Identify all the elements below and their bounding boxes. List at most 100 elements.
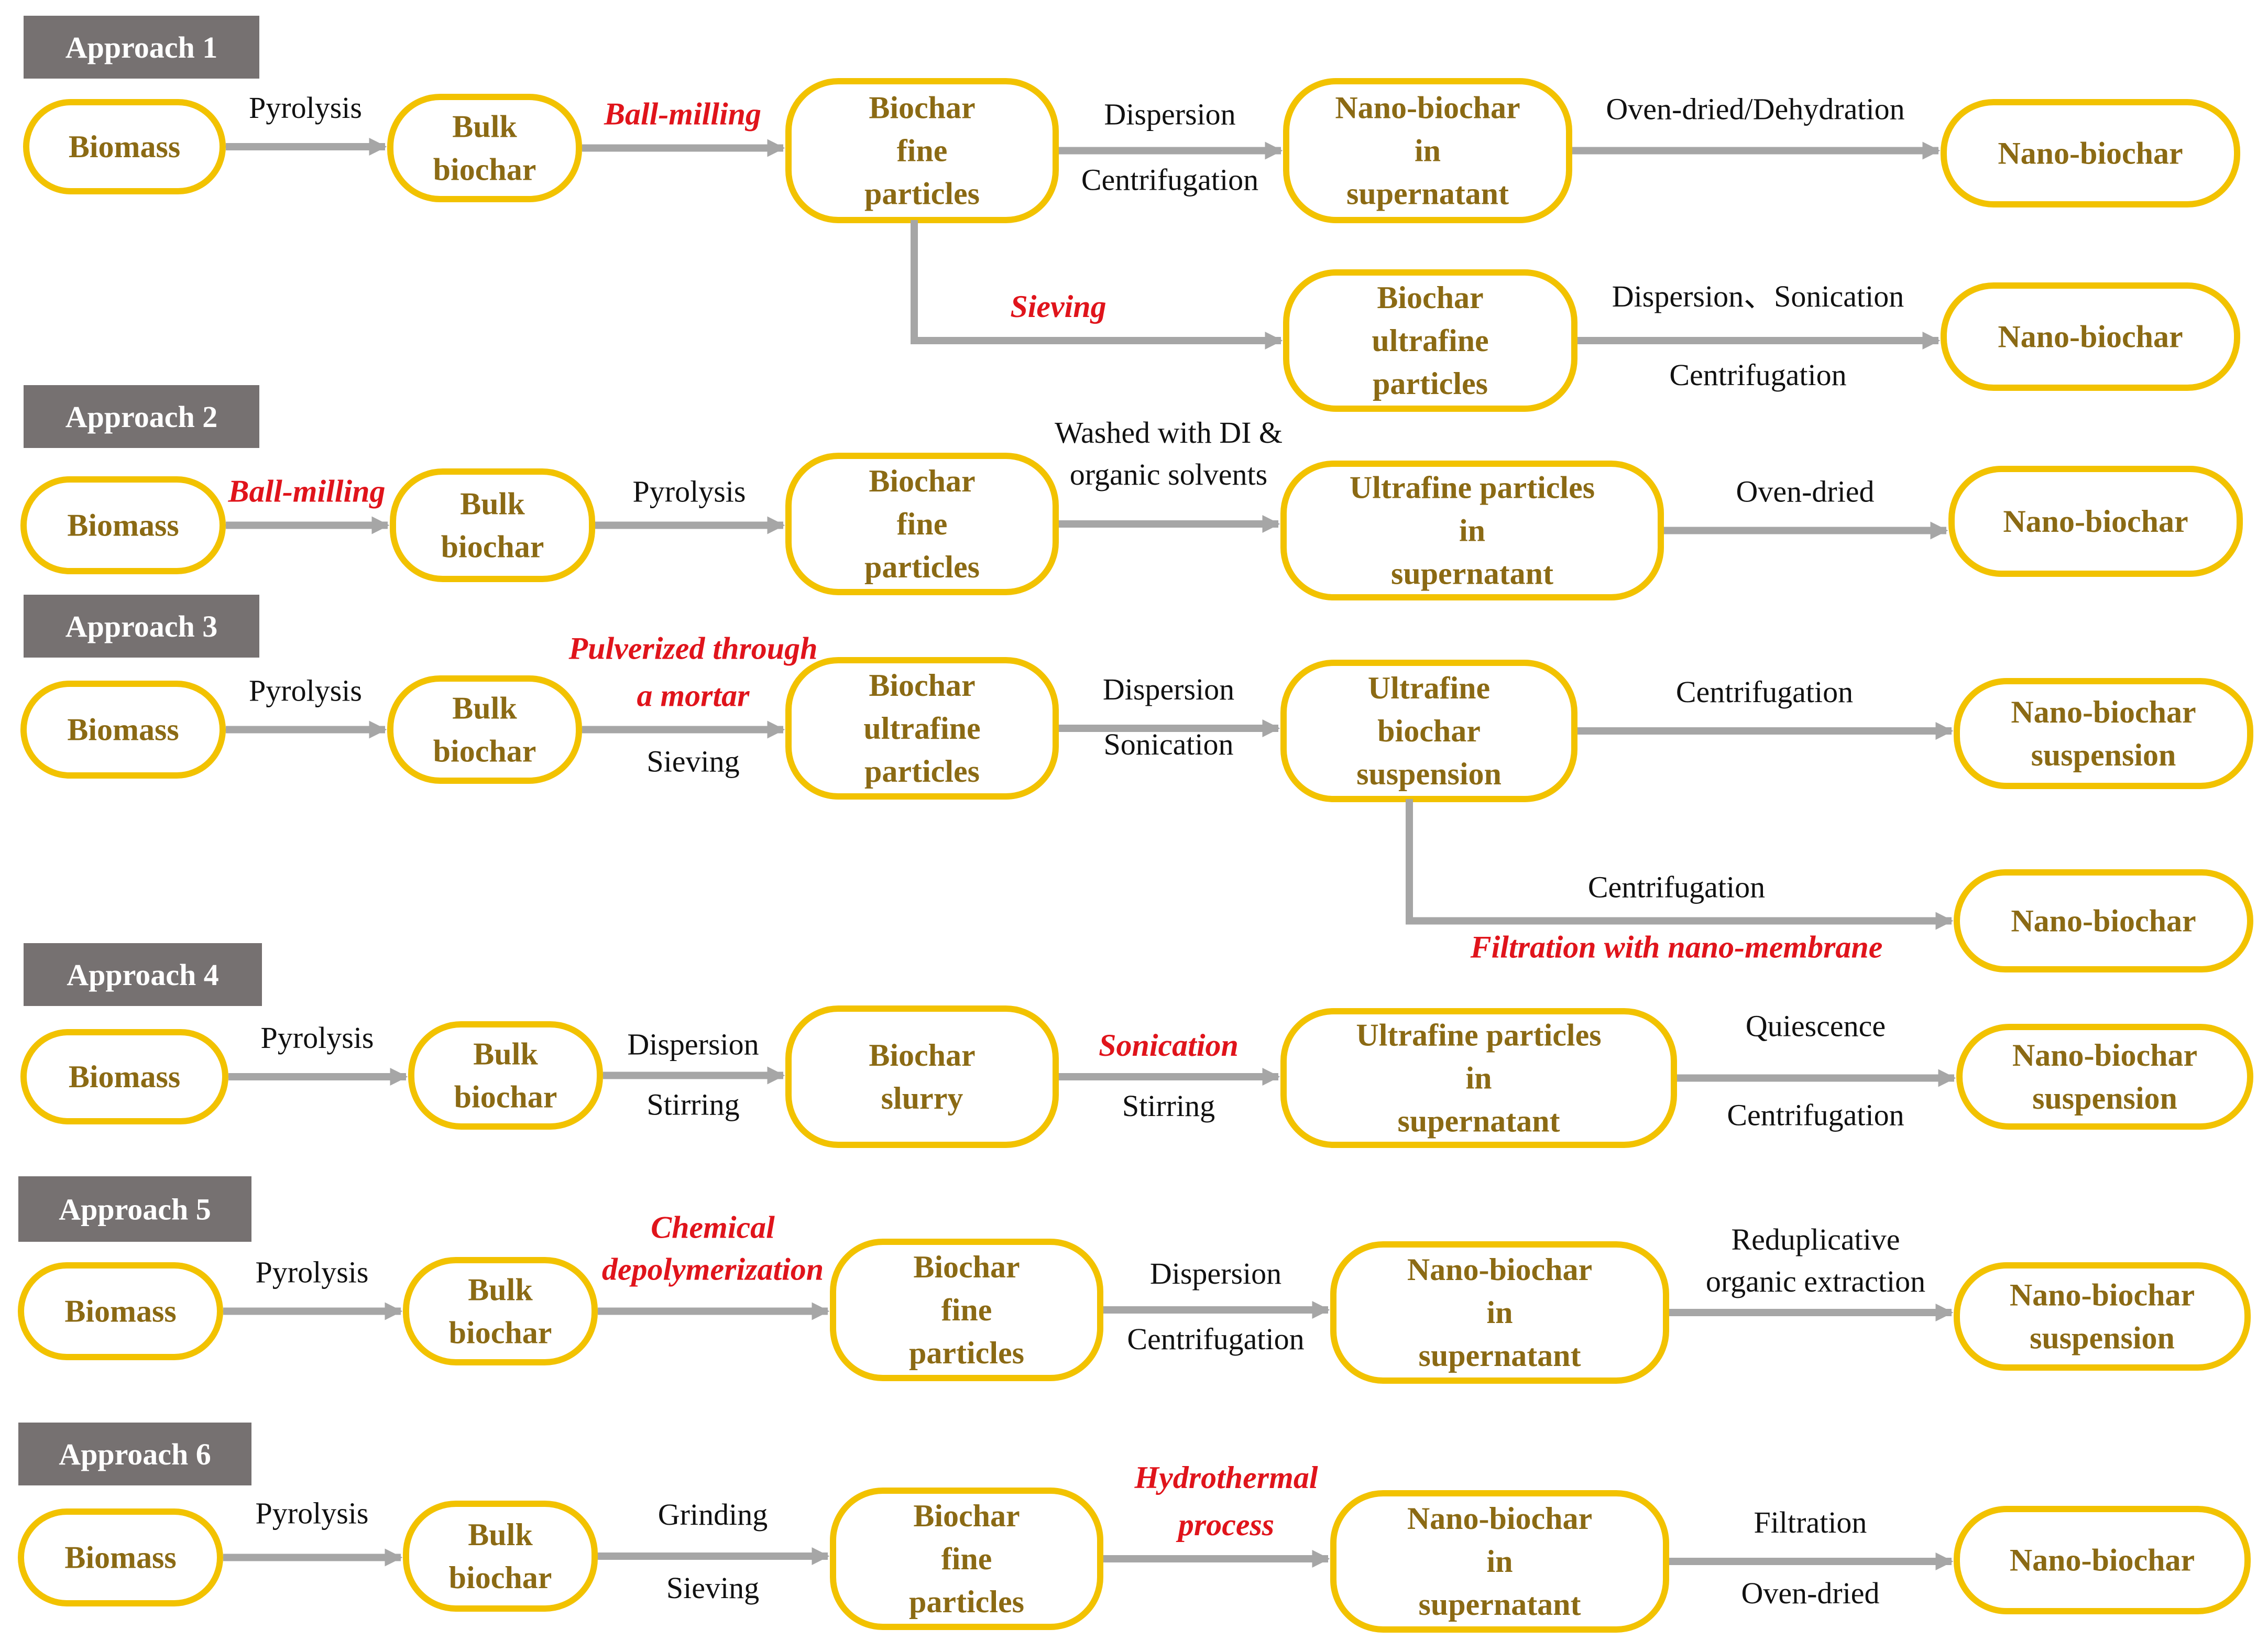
node-label: Biomass — [69, 129, 180, 164]
edge-label: Sonication — [1103, 727, 1233, 761]
node-label: Biochar — [869, 1038, 975, 1073]
node-label: particles — [864, 550, 980, 584]
edge-label: Stirring — [1122, 1089, 1215, 1123]
approach-tag: Approach 1 — [24, 16, 259, 79]
node-label: in — [1459, 513, 1485, 548]
node-box — [1948, 466, 2243, 577]
edge-label: Oven-dried — [1741, 1576, 1879, 1610]
node-box — [390, 468, 595, 582]
approach-label: Approach 4 — [67, 958, 219, 992]
node-label: Bulk — [468, 1517, 533, 1552]
node-box — [1954, 1506, 2251, 1614]
process-node: Nano-biochar in supernatant — [1283, 78, 1572, 223]
node-label: Biomass — [67, 508, 179, 543]
edge-label: organic extraction — [1706, 1264, 1925, 1298]
node-label: Biomass — [69, 1059, 180, 1094]
approach-tag: Approach 5 — [18, 1176, 251, 1242]
edge-label: Pyrolysis — [261, 1021, 374, 1055]
approach-label: Approach 1 — [65, 30, 218, 64]
node-label: supernatant — [1346, 177, 1509, 211]
node-box — [18, 1508, 223, 1606]
edge-label: Centrifugation — [1669, 358, 1846, 392]
node-label: Bulk — [460, 487, 525, 521]
node-box — [1280, 1008, 1677, 1148]
process-node: Biochar slurry — [785, 1005, 1059, 1148]
node-label: in — [1486, 1544, 1513, 1579]
node-label: Nano-biochar — [1998, 136, 2183, 171]
node-label: Ultrafine particles — [1356, 1018, 1601, 1053]
edge-label: Centrifugation — [1081, 163, 1258, 197]
node-box — [1330, 1490, 1669, 1633]
node-label: Biomass — [64, 1540, 176, 1575]
node-label: Nano-biochar — [1335, 91, 1520, 125]
node-box — [403, 1257, 598, 1365]
node-box — [387, 675, 582, 784]
approach-label: Approach 5 — [59, 1193, 211, 1227]
node-label: ultrafine — [1372, 323, 1488, 358]
edge-label: Pyrolysis — [256, 1496, 369, 1530]
edge-label: process — [1176, 1507, 1274, 1542]
node-label: Bulk — [452, 110, 517, 144]
node-label: Biochar — [869, 464, 975, 498]
edge-label: Grinding — [658, 1497, 768, 1532]
process-node: Biomass — [18, 1262, 223, 1360]
node-label: suspension — [1356, 757, 1502, 791]
node-label: Nano-biochar — [1407, 1501, 1592, 1536]
node-label: biochar — [433, 152, 536, 187]
process-node: Biomass — [20, 1029, 228, 1124]
node-box — [1941, 282, 2240, 391]
node-box — [403, 1501, 598, 1612]
node-label: in — [1415, 134, 1441, 168]
approach-tag: Approach 3 — [24, 595, 259, 658]
node-label: in — [1486, 1295, 1513, 1330]
approach-tag: Approach 4 — [24, 943, 262, 1006]
node-label: Biochar — [869, 91, 975, 125]
process-node: Nano-biochar in supernatant — [1330, 1490, 1669, 1633]
node-label: biochar — [1377, 714, 1481, 748]
node-box — [1956, 1024, 2253, 1130]
node-box — [1941, 99, 2240, 207]
node-label: suspension — [2031, 738, 2176, 772]
edge-label: Ball-milling — [227, 474, 385, 509]
node-label: slurry — [881, 1081, 963, 1116]
approach-tag-bg — [24, 943, 262, 1006]
edge-label: depolymerization — [602, 1252, 824, 1287]
edge-label: Centrifugation — [1676, 675, 1853, 709]
edge-label: Pyrolysis — [249, 91, 362, 125]
edge-label: Sieving — [666, 1571, 759, 1605]
node-label: suspension — [2030, 1321, 2175, 1355]
node-label: supernatant — [1391, 556, 1553, 591]
node-label: Nano-biochar — [2010, 1543, 2195, 1578]
approach-label: Approach 2 — [65, 400, 218, 434]
process-node: Nano-biochar — [1954, 869, 2253, 972]
edge-label: a mortar — [637, 679, 750, 713]
process-node: Nano-biochar — [1954, 1506, 2251, 1614]
node-label: biochar — [433, 734, 536, 769]
process-node: Biomass — [18, 1508, 223, 1606]
node-box — [785, 78, 1059, 223]
approach-label: Approach 3 — [65, 609, 218, 643]
edge-label: Pyrolysis — [249, 674, 362, 708]
node-label: biochar — [441, 530, 544, 564]
node-label: Nano-biochar — [1407, 1252, 1592, 1287]
node-label: Nano-biochar — [2003, 504, 2188, 539]
approach-tag-bg — [24, 16, 259, 79]
node-label: supernatant — [1418, 1587, 1581, 1622]
node-box — [387, 94, 582, 202]
process-node: Nano-biochar — [1941, 99, 2240, 207]
edge-label: Chemical — [651, 1210, 775, 1245]
node-label: particles — [864, 754, 980, 789]
process-node: Bulk biochar — [387, 94, 582, 202]
edge-label: Reduplicative — [1731, 1222, 1900, 1256]
edge-label: Dispersion — [1103, 672, 1234, 706]
node-label: supernatant — [1397, 1104, 1560, 1139]
